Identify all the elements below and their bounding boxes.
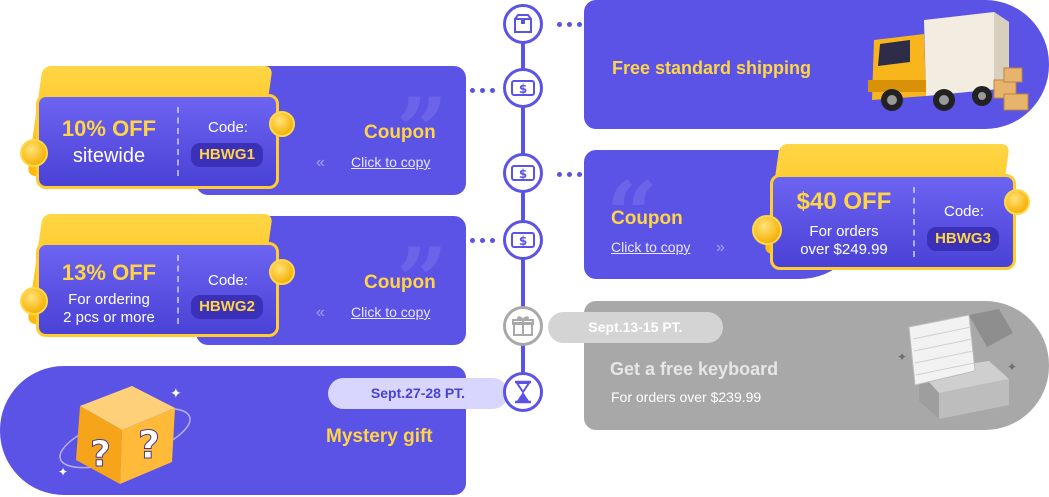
svg-text:$: $ xyxy=(519,82,527,96)
mystery-box-illustration: ? ? ✦ ✦ xyxy=(58,385,191,484)
coupon-ticket-2: $40 OFF For orders over $249.99 Code: HB… xyxy=(752,142,1037,282)
coupon-title: Coupon xyxy=(611,208,683,229)
dollar-bill-icon: $ xyxy=(511,165,535,181)
click-to-copy-link[interactable]: Click to copy xyxy=(611,239,691,255)
dollar-bill-icon: $ xyxy=(511,80,535,96)
timeline-node-2: $ xyxy=(503,68,543,108)
keyboard-date-badge: Sept.13-15 PT. xyxy=(548,312,723,343)
discount-scope: sitewide xyxy=(72,145,146,167)
svg-text:✦: ✦ xyxy=(58,465,68,479)
code-label: Code: xyxy=(943,203,985,220)
timeline-node-1 xyxy=(503,4,543,44)
hourglass-icon xyxy=(515,380,531,404)
timeline-node-3: $ xyxy=(503,153,543,193)
quote-mark-icon: ” xyxy=(396,228,448,334)
click-to-copy-link[interactable]: Click to copy xyxy=(351,304,431,320)
keyboard-subtitle: For orders over $239.99 xyxy=(611,389,762,405)
svg-text:$: $ xyxy=(519,234,527,248)
timeline-node-6 xyxy=(503,372,543,412)
connector-dots xyxy=(470,238,495,244)
svg-text:?: ? xyxy=(90,434,111,475)
click-to-copy-link[interactable]: Click to copy xyxy=(351,154,431,170)
ticket-divider xyxy=(177,255,179,324)
coin-icon xyxy=(752,215,782,245)
discount-condition-line-2: 2 pcs or more xyxy=(63,309,155,326)
code-label: Code: xyxy=(207,119,249,136)
discount-amount: 13% OFF xyxy=(61,260,157,285)
discount-condition-line-2: over $249.99 xyxy=(800,241,888,258)
svg-text:✦: ✦ xyxy=(1007,360,1017,374)
coupon-code[interactable]: HBWG1 xyxy=(191,143,263,167)
ticket-divider xyxy=(177,107,179,176)
coin-icon xyxy=(1004,189,1030,215)
svg-text:✦: ✦ xyxy=(897,350,907,364)
keyboard-title: Get a free keyboard xyxy=(610,359,779,379)
quote-mark-icon: “ xyxy=(606,162,658,268)
code-label: Code: xyxy=(207,272,249,289)
coin-icon xyxy=(20,287,48,315)
free-shipping-title: Free standard shipping xyxy=(612,58,812,78)
ticket-divider xyxy=(913,187,915,257)
coupon-title: Coupon xyxy=(364,122,436,143)
coin-icon xyxy=(269,111,295,137)
truck-illustration xyxy=(868,12,1029,111)
gift-icon xyxy=(512,316,534,336)
connector-dots xyxy=(557,172,582,178)
coin-icon xyxy=(20,139,48,167)
svg-text:✦: ✦ xyxy=(170,385,182,401)
coupon-title: Coupon xyxy=(364,272,436,293)
box-icon xyxy=(514,14,532,33)
coupon-ticket-1: 10% OFF sitewide Code: HBWG1 xyxy=(20,64,300,204)
svg-text:$: $ xyxy=(519,167,527,181)
coin-icon xyxy=(269,259,295,285)
chevrons-left-icon: « xyxy=(316,304,325,321)
coupon-code[interactable]: HBWG2 xyxy=(191,295,263,319)
discount-amount: $40 OFF xyxy=(796,188,892,215)
mystery-date-badge: Sept.27-28 PT. xyxy=(328,378,508,409)
discount-amount: 10% OFF xyxy=(61,116,157,141)
free-shipping-card: Free standard shipping xyxy=(584,0,1049,129)
timeline-node-5 xyxy=(503,306,543,346)
dollar-bill-icon: $ xyxy=(511,232,535,248)
coupon-code[interactable]: HBWG3 xyxy=(927,227,999,251)
keyboard-gift-illustration: ✦ ✦ xyxy=(897,309,1017,419)
quote-mark-icon: ” xyxy=(396,78,448,184)
connector-dots xyxy=(470,88,495,94)
mystery-gift-title: Mystery gift xyxy=(326,426,433,447)
timeline-node-4: $ xyxy=(503,220,543,260)
chevrons-right-icon: » xyxy=(716,239,725,256)
chevrons-left-icon: « xyxy=(316,154,325,171)
discount-condition-line-1: For ordering xyxy=(68,291,150,308)
discount-condition-line-1: For orders xyxy=(809,223,879,240)
timeline-line xyxy=(521,25,525,397)
coupon-ticket-3: 13% OFF For ordering 2 pcs or more Code:… xyxy=(20,212,300,352)
svg-text:?: ? xyxy=(138,423,160,467)
connector-dots xyxy=(557,22,582,28)
